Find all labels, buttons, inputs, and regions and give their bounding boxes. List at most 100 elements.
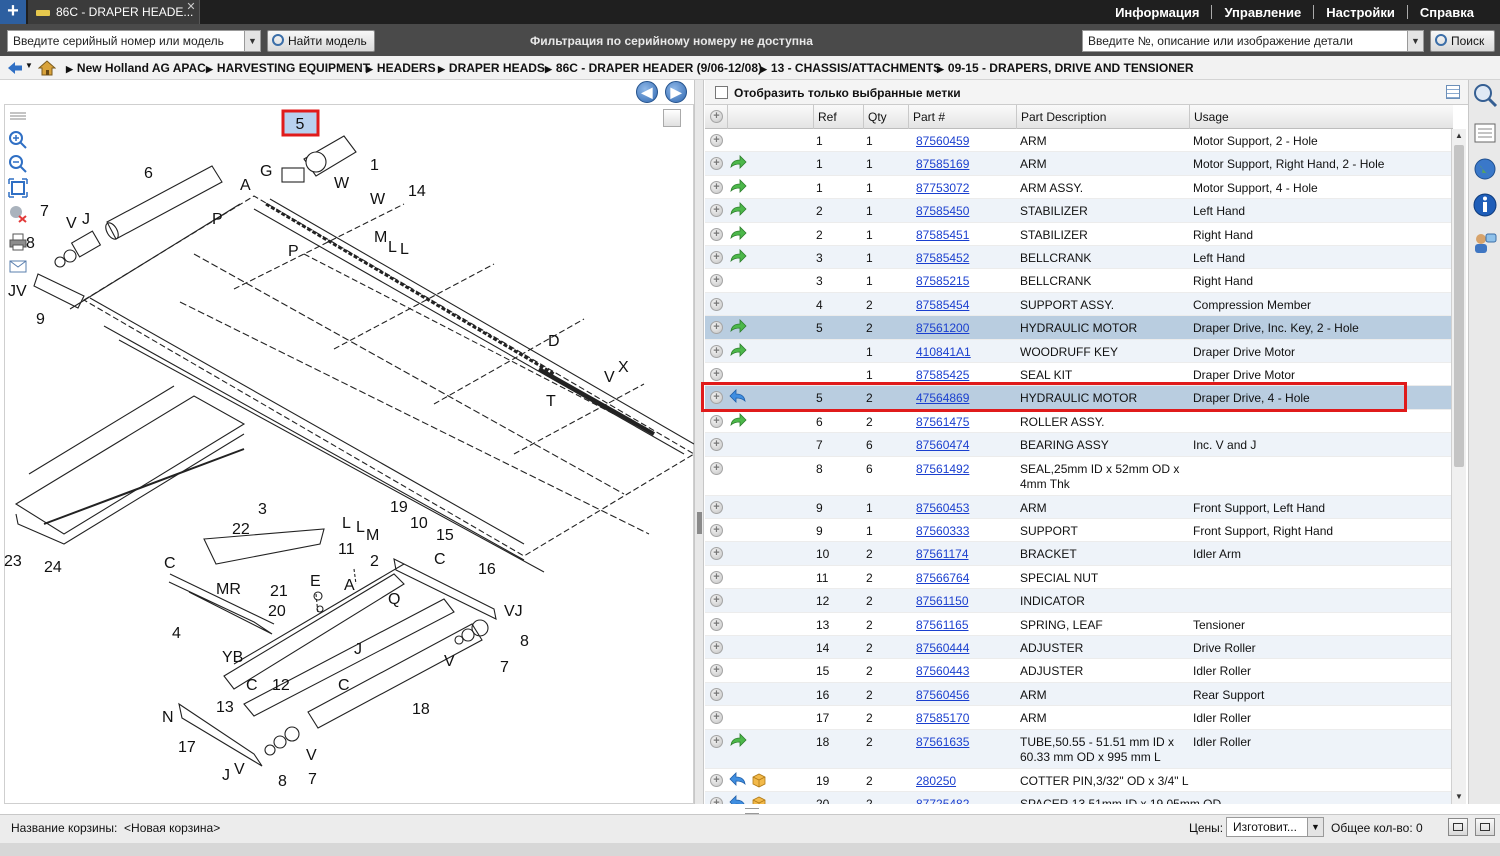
package-icon[interactable] [751,795,767,804]
chevron-down-icon[interactable]: ▼ [244,31,260,51]
email-icon[interactable] [8,256,28,276]
part-number-link[interactable]: 87585452 [916,251,970,265]
info-icon[interactable] [1472,192,1498,218]
part-number-link[interactable]: 87560333 [916,524,970,538]
part-number-link[interactable]: 87560456 [916,687,970,702]
callout-label[interactable]: 16 [478,561,496,578]
callout-label[interactable]: J [354,641,362,658]
expand-row-icon[interactable]: + [710,368,723,381]
part-number-link[interactable]: 87560459 [916,134,970,148]
show-selected-checkbox[interactable] [715,86,728,99]
part-number-link[interactable]: 87566764 [916,570,970,585]
reset-zoom-icon[interactable] [8,204,28,224]
back-arrow-icon[interactable] [6,60,24,76]
part-number-link[interactable]: 87585454 [916,297,970,312]
callout-label[interactable]: 11 [338,541,355,558]
callout-label[interactable]: L [342,515,351,532]
callout-label[interactable]: 18 [412,701,430,718]
callout-label[interactable]: G [260,163,272,180]
scroll-up-icon[interactable]: ▲ [1455,131,1463,140]
part-number-link[interactable]: 47564869 [916,391,970,406]
callout-label[interactable]: C [246,677,258,694]
next-image-button[interactable]: ▶ [665,81,687,103]
callout-label[interactable]: 4 [172,625,181,642]
part-number-link[interactable]: 87753072 [916,180,970,195]
expand-row-icon[interactable]: + [710,500,723,514]
callout-label[interactable]: 1 [370,157,379,174]
callout-label[interactable]: A [344,577,355,594]
callout-label[interactable]: 24 [44,559,62,576]
green-arrow-icon[interactable] [729,319,747,335]
callout-label[interactable]: V [66,215,77,232]
callout-label[interactable]: 10 [410,515,428,532]
menu-help[interactable]: Справка [1419,4,1474,20]
expand-row-icon[interactable]: + [710,157,723,171]
part-number-link[interactable]: 87585450 [916,204,970,219]
expand-row-icon[interactable]: + [710,180,723,194]
callout-label[interactable]: 15 [436,527,454,544]
resize-grip[interactable] [745,808,759,814]
menu-settings[interactable]: Настройки [1326,4,1395,20]
expand-row-icon[interactable]: + [710,773,723,787]
green-arrow-icon[interactable] [729,155,747,171]
part-search-input[interactable]: Введите №, описание или изображение дета… [1082,30,1424,52]
find-model-button[interactable]: Найти модель [267,30,375,52]
scroll-thumb[interactable] [1454,145,1464,467]
callout-label[interactable]: J [82,211,90,228]
callout-label[interactable]: 3 [258,501,267,518]
callout-label[interactable]: P [288,243,299,260]
expand-row-icon[interactable]: + [710,524,723,537]
expand-row-icon[interactable]: + [710,734,723,748]
callout-label[interactable]: V [444,653,455,670]
expand-row-icon[interactable]: + [710,461,723,475]
support-chat-icon[interactable] [1472,230,1498,256]
callout-label[interactable]: 7 [40,203,49,220]
green-arrow-icon[interactable] [729,732,747,749]
expand-row-icon[interactable]: + [710,297,723,311]
expand-all-icon[interactable]: + [710,110,723,123]
part-number-link[interactable]: 280250 [916,773,957,788]
callout-label[interactable]: 17 [178,739,196,756]
expand-row-icon[interactable]: + [710,391,723,405]
search-button[interactable]: Поиск [1430,30,1495,52]
expand-row-icon[interactable]: + [710,797,723,804]
callout-label[interactable]: D [548,333,560,350]
blue-arrow-icon[interactable] [729,795,747,804]
callout-label[interactable]: N [162,709,174,726]
expand-row-icon[interactable]: + [710,617,723,631]
callout-label[interactable]: C [338,677,350,694]
part-number-link[interactable]: 410841A1 [916,344,971,359]
callout-label[interactable]: W [370,191,386,208]
menu-lines-icon[interactable] [8,108,28,128]
green-arrow-icon[interactable] [729,178,747,195]
breadcrumb-item[interactable]: ▶HEADERS [366,61,436,75]
breadcrumb-item[interactable]: ▶New Holland AG APAC [66,61,206,75]
callout-label[interactable]: M [366,527,379,544]
callout-label[interactable]: C [164,555,176,572]
column-settings-icon[interactable] [1446,85,1460,99]
part-number-link[interactable]: 87561150 [916,594,969,609]
breadcrumb-item[interactable]: ▶HARVESTING EQUIPMENT [206,61,371,75]
new-tab-button[interactable]: + [0,0,26,24]
expand-row-icon[interactable]: + [710,414,723,428]
expand-row-icon[interactable]: + [710,664,723,678]
exploded-parts-diagram[interactable]: 5 6 A G 1 W W 14 7 V J P M L L 8 JV P 9 … [4,104,694,804]
expand-row-icon[interactable]: + [710,251,723,264]
expand-row-icon[interactable]: + [710,227,723,241]
expand-row-icon[interactable]: + [710,711,723,725]
expand-row-icon[interactable]: + [710,344,723,358]
part-number-link[interactable]: 87560474 [916,438,970,453]
part-number-link[interactable]: 87561635 [916,734,970,749]
